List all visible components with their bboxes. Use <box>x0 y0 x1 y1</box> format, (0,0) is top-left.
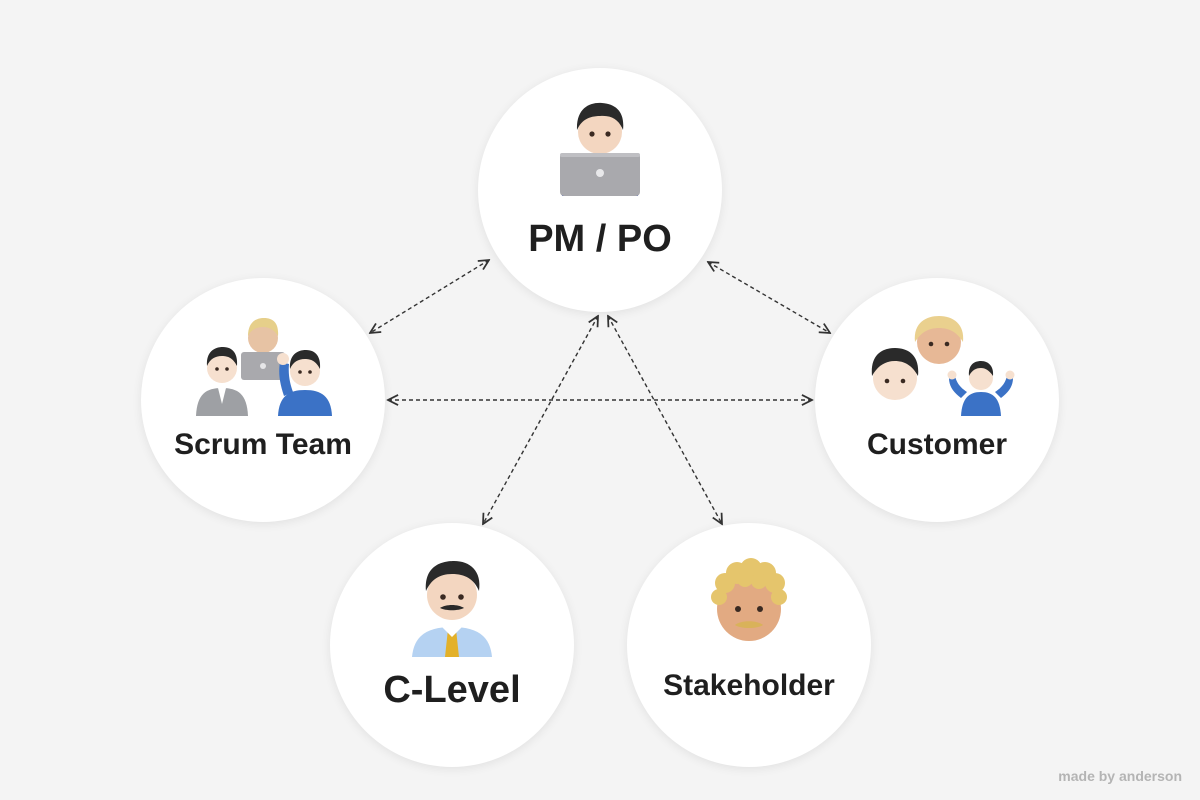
edge-pm-scrum <box>370 260 489 333</box>
edge-pm-clevel <box>483 316 598 524</box>
node-scrum-team: Scrum Team <box>141 278 385 522</box>
node-pm-po: PM / PO <box>478 68 722 312</box>
node-label-scrum: Scrum Team <box>174 428 352 461</box>
node-label-stakeholder: Stakeholder <box>663 669 835 702</box>
credit-text: made by anderson <box>1058 768 1182 784</box>
node-c-level: C-Level <box>330 523 574 767</box>
people-shrug-icon <box>815 312 1059 416</box>
node-label-pm: PM / PO <box>528 218 672 260</box>
node-label-clevel: C-Level <box>383 669 521 711</box>
node-customer: Customer <box>815 278 1059 522</box>
node-label-customer: Customer <box>866 428 1008 461</box>
edge-pm-customer <box>708 262 830 333</box>
team-working-icon <box>141 312 385 416</box>
person-laptop-icon <box>478 96 722 196</box>
node-stakeholder: Stakeholder <box>627 523 871 767</box>
man-with-tie-icon <box>330 553 574 657</box>
curly-hair-man-icon <box>627 551 871 655</box>
edge-pm-stakeholder <box>608 316 722 524</box>
